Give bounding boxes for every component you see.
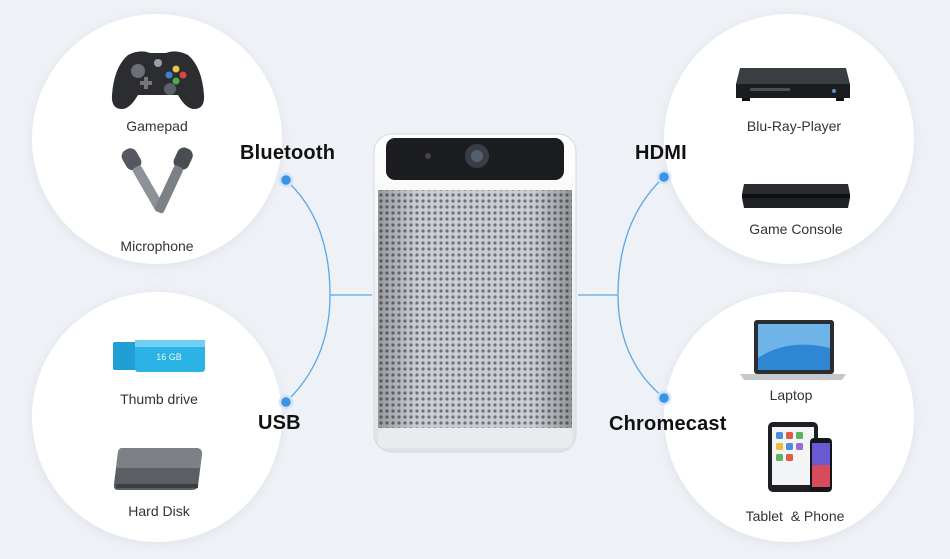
game-console-icon (742, 184, 850, 208)
thumb-drive-icon: 16 GB (113, 340, 205, 372)
laptop-label: Laptop (769, 387, 813, 403)
usb-devices-circle (32, 292, 282, 542)
thumb-drive-capacity: 16 GB (156, 352, 182, 362)
tablet-phone-label: Tablet & Phone (745, 508, 845, 524)
hdmi-node (656, 169, 672, 185)
gamepad-label: Gamepad (126, 118, 188, 134)
usb-node (278, 394, 294, 410)
microphone-label: Microphone (120, 238, 194, 254)
hard-disk-icon (113, 448, 202, 490)
chromecast-node (656, 390, 672, 406)
hdmi-devices-circle (664, 14, 914, 264)
left-connector-arc (285, 179, 331, 403)
hard-disk-label: Hard Disk (128, 503, 190, 519)
microphone-icon (121, 147, 193, 214)
chromecast-title: Chromecast (609, 413, 727, 435)
bluetooth-node (278, 172, 294, 188)
gamepad-icon (111, 51, 205, 109)
game-console-label: Game Console (749, 221, 843, 237)
hdmi-title: HDMI (635, 142, 687, 164)
projector-icon (373, 133, 577, 453)
usb-title: USB (258, 412, 301, 434)
laptop-icon (740, 320, 846, 380)
thumb-drive-label: Thumb drive (120, 391, 198, 407)
bluetooth-title: Bluetooth (240, 142, 336, 164)
bluray-player-label: Blu-Ray-Player (746, 118, 842, 134)
bluray-player-icon (736, 68, 850, 101)
right-connector-arc (617, 176, 665, 399)
tablet-phone-icon (768, 422, 832, 492)
